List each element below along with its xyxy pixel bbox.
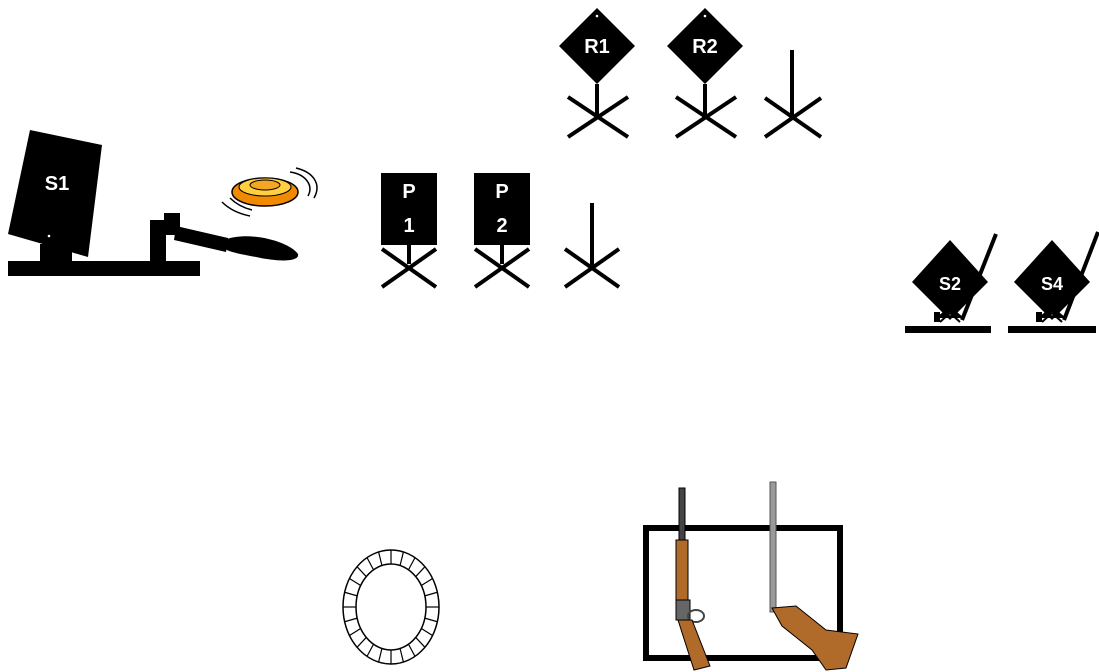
ring-tick [349,629,360,636]
rifle-target-stand-empty [765,50,821,137]
shooter-ring-icon [343,550,439,664]
ring-tick [425,618,438,622]
knockdown-target-s2: S2 [905,234,996,333]
rifle-target-2: R2 [667,8,743,137]
ring-tick [379,649,382,663]
ring-tick [367,558,374,570]
clay-pigeon-icon [222,168,317,216]
ring-tick [416,637,425,647]
ring-tick [409,644,416,656]
ring-tick [425,592,438,596]
ring-tick [400,649,403,663]
pistol-target-1: P 1 [381,173,437,287]
s4-label: S4 [1041,274,1063,294]
rifle-target-1: R1 [559,8,635,137]
s1-label: S1 [45,173,69,195]
shotgun-icon [770,482,858,670]
ring-tick [379,552,382,566]
ring-tick [367,644,374,656]
pistol-target-2-label-bottom: 2 [496,215,507,237]
r1-label: R1 [584,36,610,58]
pistol-target-stand-empty [565,203,619,287]
ring-tick [357,567,366,577]
pistol-target-2-label-top: P [495,181,508,203]
ring-tick [421,629,432,636]
pistol-target-2: P 2 [474,173,530,287]
ring-tick [416,567,425,577]
r2-label: R2 [692,36,718,58]
ring-tick [349,579,360,586]
rifle-icon [676,488,710,670]
knockdown-target-s4: S4 [1008,232,1098,333]
pistol-target-1-label-bottom: 1 [403,215,414,237]
ring-tick [345,592,358,596]
ring-tick [400,552,403,566]
pistol-target-1-label-top: P [402,181,415,203]
ring-tick [345,618,358,622]
s2-label: S2 [939,274,961,294]
ring-tick [421,579,432,586]
ring-tick [357,637,366,647]
ring-tick [409,558,416,570]
